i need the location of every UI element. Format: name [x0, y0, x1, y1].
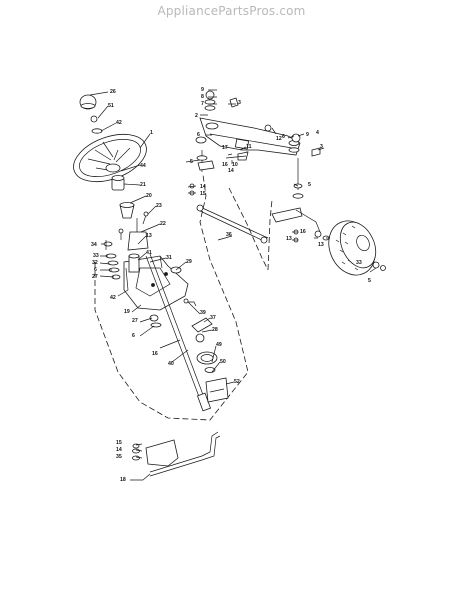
- callout-5: 5: [308, 182, 311, 188]
- callout-26: 26: [110, 89, 116, 95]
- callout-9: 9: [306, 132, 309, 138]
- left-washer-stack: [103, 240, 121, 280]
- steering-cap: [79, 94, 97, 110]
- callout-23: 23: [156, 203, 162, 209]
- callout-33: 33: [93, 253, 99, 259]
- right-steering-arm: [271, 207, 330, 243]
- wheel-washer: [91, 128, 103, 134]
- callout-14: 14: [228, 168, 234, 174]
- left-spindle: [185, 136, 215, 196]
- callout-14: 14: [116, 447, 122, 453]
- callout-52: 52: [234, 379, 240, 385]
- lower-nut-washers: [149, 314, 162, 328]
- callout-9: 9: [201, 87, 204, 93]
- callout-5: 5: [190, 159, 193, 165]
- callout-40: 40: [168, 361, 174, 367]
- drag-link-rod: [196, 204, 269, 244]
- callout-6: 6: [132, 333, 135, 339]
- callout-34: 34: [91, 242, 97, 248]
- drag-link: [142, 431, 221, 481]
- callout-18: 18: [120, 477, 126, 483]
- callout-31: 31: [166, 255, 172, 261]
- callout-44: 44: [140, 163, 146, 169]
- callout-4: 4: [316, 130, 319, 136]
- callout-37: 37: [210, 315, 216, 321]
- group-boundary-dashed: [94, 174, 273, 421]
- callout-16: 16: [152, 351, 158, 357]
- callout-19: 19: [124, 309, 130, 315]
- pinion-gear: [195, 333, 218, 365]
- callout-51: 51: [108, 103, 114, 109]
- callout-2: 2: [195, 113, 198, 119]
- callout-39: 39: [200, 310, 206, 316]
- callout-16: 16: [222, 162, 228, 168]
- callout-15: 15: [116, 440, 122, 446]
- callout-14: 14: [200, 184, 206, 190]
- axle-top-parts: [204, 90, 239, 111]
- callout-3: 3: [238, 100, 241, 106]
- callout-6: 6: [282, 134, 285, 140]
- shaft-bracket: [191, 317, 213, 333]
- steering-shaft: [145, 253, 212, 412]
- callout-15: 15: [200, 191, 206, 197]
- callout-42: 42: [116, 120, 122, 126]
- callout-22: 22: [160, 221, 166, 227]
- wheel-nut: [90, 115, 98, 123]
- wheel-adapter: [111, 175, 125, 191]
- steering-bushing: [119, 202, 135, 219]
- callout-13: 13: [318, 242, 324, 248]
- callout-17: 17: [222, 145, 228, 151]
- front-tire: [328, 220, 377, 276]
- callout-5: 5: [368, 278, 371, 284]
- callout-3: 3: [320, 144, 323, 150]
- wheel-hub-parts: [372, 261, 386, 271]
- callout-49: 49: [216, 342, 222, 348]
- gear-plate: [205, 377, 229, 403]
- callout-21: 21: [140, 182, 146, 188]
- callout-11: 11: [246, 144, 252, 150]
- leader-lines: [89, 89, 377, 481]
- callout-33: 33: [356, 260, 362, 266]
- callout-20: 20: [146, 193, 152, 199]
- callout-36: 36: [226, 232, 232, 238]
- steering-wheel: [73, 133, 147, 183]
- callout-29: 29: [186, 259, 192, 265]
- callout-35: 35: [116, 454, 122, 460]
- callout-6: 6: [197, 132, 200, 138]
- callout-7: 7: [201, 101, 204, 107]
- callout-1: 1: [150, 130, 153, 136]
- callout-13: 13: [146, 233, 152, 239]
- callout-41: 41: [146, 250, 152, 256]
- watermark-header: AppliancePartsPros.com: [157, 4, 306, 18]
- callout-13: 13: [286, 236, 292, 242]
- steering-column-top: [127, 218, 149, 251]
- axle-pivot-bolt: [225, 151, 249, 161]
- bracket-bolt: [183, 298, 197, 307]
- callout-6: 6: [94, 267, 97, 273]
- front-axle-beam: [199, 117, 301, 156]
- callout-50: 50: [220, 359, 226, 365]
- callout-12: 12: [276, 136, 282, 142]
- callout-10: 10: [232, 162, 238, 168]
- callout-27: 27: [92, 274, 98, 280]
- callout-28: 28: [212, 327, 218, 333]
- callout-16: 16: [300, 229, 306, 235]
- callout-8: 8: [201, 94, 204, 100]
- callout-32: 32: [92, 260, 98, 266]
- callout-42: 42: [110, 295, 116, 301]
- callout-27: 27: [132, 318, 138, 324]
- steering-sector-plate: [132, 439, 179, 467]
